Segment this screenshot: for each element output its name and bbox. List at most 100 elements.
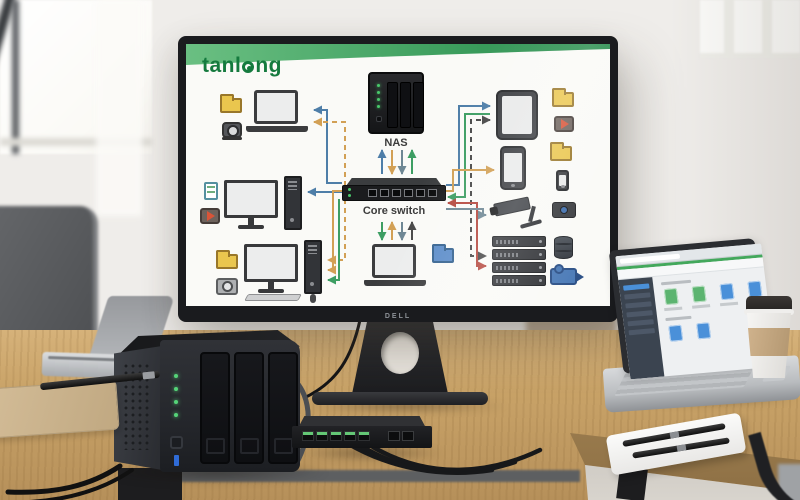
pc-tower xyxy=(304,240,322,294)
right-tablet-group xyxy=(496,88,586,144)
ui-file-tile xyxy=(691,285,707,303)
switch-port-empty xyxy=(388,431,400,441)
ui-file-tile xyxy=(719,283,735,301)
window-top-right xyxy=(700,0,800,58)
laptop-screen xyxy=(372,244,416,278)
nas-status-led xyxy=(174,413,178,417)
ui-sidebar-item xyxy=(628,328,656,336)
ui-section-label xyxy=(665,315,692,322)
switch-top-face xyxy=(298,416,426,428)
window-sill xyxy=(0,138,152,146)
server-unit xyxy=(492,249,546,260)
monitor-stand xyxy=(248,218,254,225)
nas-label: NAS xyxy=(384,137,408,149)
switch-port-lit xyxy=(316,431,328,441)
document-icon xyxy=(204,182,218,200)
webcam-icon xyxy=(222,122,242,140)
nas-button xyxy=(376,116,382,122)
drive-icon xyxy=(216,278,238,295)
switch-port-lit xyxy=(330,431,342,441)
diagram-core-switch xyxy=(342,178,446,204)
desk-network-switch xyxy=(292,416,432,454)
cup-rim xyxy=(744,309,794,315)
folder-icon xyxy=(550,142,572,161)
right-server-group xyxy=(492,236,588,294)
chair-base xyxy=(778,464,800,500)
switch-port-empty xyxy=(402,431,414,441)
logo-text-part2: ng xyxy=(255,54,282,77)
video-file-icon xyxy=(554,116,574,132)
monitor-stand-cable-hole xyxy=(381,332,419,374)
server-rack-device xyxy=(492,236,546,290)
camera-icon xyxy=(552,202,576,218)
nas-drive-bay xyxy=(400,82,411,128)
window-mullion xyxy=(724,0,734,58)
switch-port xyxy=(416,189,425,197)
phone-icon xyxy=(556,170,569,191)
switch-port xyxy=(428,189,437,197)
camera-lens xyxy=(560,206,568,214)
coffee-cup xyxy=(744,296,794,378)
cctv-camera-device xyxy=(489,196,546,230)
right-phone-group xyxy=(500,142,586,194)
ui-section-label xyxy=(660,279,692,286)
ui-file-tile xyxy=(668,324,684,342)
nas-power-button xyxy=(170,436,183,449)
laptop-screen xyxy=(254,90,298,124)
switch-port xyxy=(368,189,377,197)
mouse-icon xyxy=(310,294,316,303)
diagram-nas-device xyxy=(368,72,424,134)
ui-sidebar-item xyxy=(624,292,651,300)
left-desktop-group xyxy=(198,176,328,236)
switch-port-lit xyxy=(358,431,370,441)
nas-front-face xyxy=(160,340,300,472)
ui-tile-caption xyxy=(691,304,711,309)
switch-port xyxy=(392,189,401,197)
keyboard-icon xyxy=(244,294,302,301)
monitor-stand xyxy=(268,282,274,289)
nas-drive-bay xyxy=(234,352,264,464)
laptop-device xyxy=(246,90,308,134)
nas-side-vents xyxy=(114,346,162,470)
laptop-base xyxy=(364,280,426,286)
left-workstation-group xyxy=(216,240,356,304)
window-frame-bar xyxy=(12,0,19,154)
folder-icon xyxy=(552,88,574,107)
server-unit xyxy=(492,262,546,273)
ui-sidebar-item xyxy=(625,301,652,309)
folder-icon xyxy=(220,94,242,113)
tablet-device xyxy=(496,90,538,140)
camera-lens xyxy=(489,206,499,216)
switch-port xyxy=(380,189,389,197)
ui-sidebar-item xyxy=(626,310,653,318)
smartphone-device xyxy=(500,146,526,190)
monitor-brand-logo: DELL xyxy=(384,313,412,320)
cup-sleeve xyxy=(748,328,790,356)
videocam-icon xyxy=(550,264,584,285)
ui-sidebar-item-selected xyxy=(623,283,650,291)
window-mullion xyxy=(762,0,772,58)
ui-sidebar-item xyxy=(627,319,654,327)
left-laptop-group xyxy=(220,90,350,146)
monitor-screen xyxy=(224,180,278,218)
kraft-notebook xyxy=(0,379,120,439)
blue-folder-icon xyxy=(432,244,454,263)
nas-drive-bay xyxy=(413,82,424,128)
pc-tower xyxy=(284,176,302,230)
desktop-monitor xyxy=(224,180,280,230)
nas-led xyxy=(377,84,380,87)
database-icon xyxy=(554,236,573,259)
nas-status-led xyxy=(174,374,178,378)
desktop-monitor xyxy=(244,244,300,294)
switch-port-lit xyxy=(302,431,314,441)
nas-led xyxy=(377,105,380,108)
logo-text-part1: tanl xyxy=(202,54,242,77)
ui-file-tile xyxy=(696,322,712,340)
ui-tile-caption xyxy=(719,301,739,307)
switch-front-face xyxy=(292,426,432,448)
core-switch-label: Core switch xyxy=(362,205,426,217)
window-light-band xyxy=(96,0,142,216)
